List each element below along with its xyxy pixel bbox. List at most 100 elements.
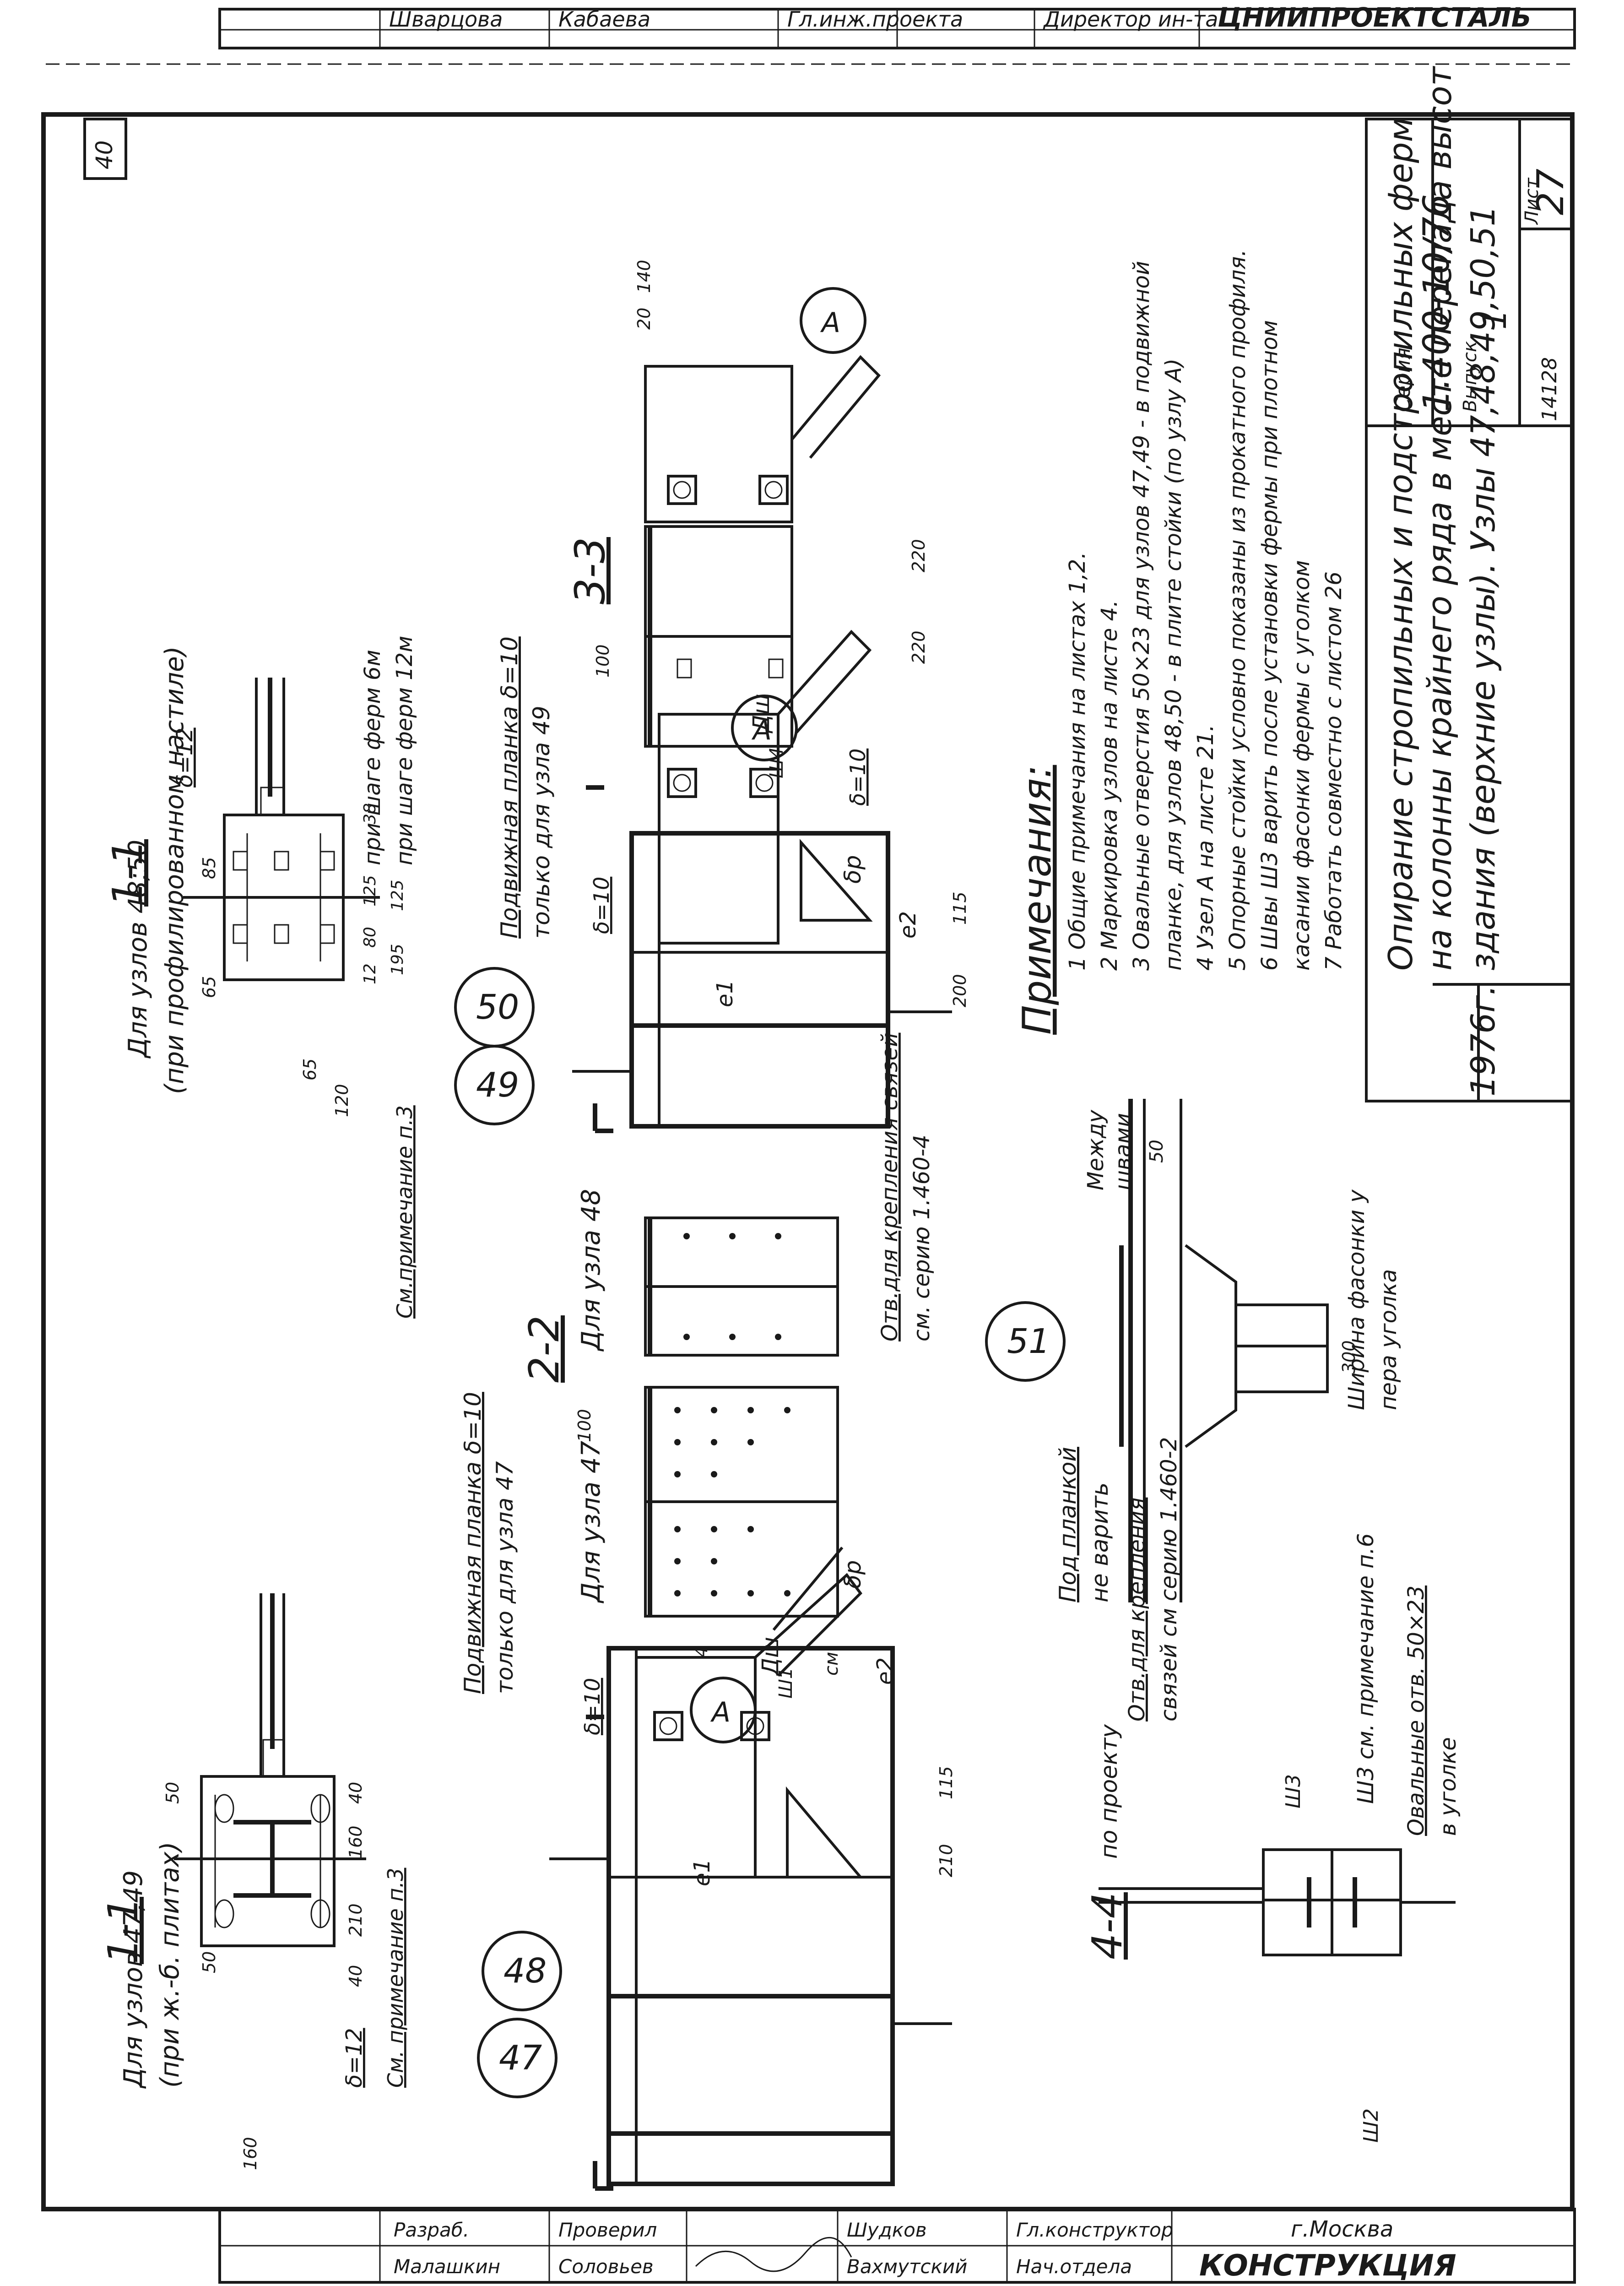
s11r-step6: при шаге ферм 6м bbox=[360, 650, 385, 865]
s33-delta10: δ=10 bbox=[845, 749, 870, 806]
s44-oval2: в уголке bbox=[1435, 1737, 1461, 1836]
s47-d210: 210 bbox=[936, 1844, 956, 1877]
s11l-d50b: 50 bbox=[199, 1951, 219, 1973]
detail-a-49: А bbox=[751, 714, 772, 746]
note-3: 3 Овальные отверстия 50×23 для узлов 47,… bbox=[1129, 261, 1154, 971]
s49-d115: 115 bbox=[950, 891, 970, 925]
title-line-1: Опирание стропильных и подстропильных фе… bbox=[1381, 117, 1420, 971]
s47-sh1: Ш1 bbox=[775, 1667, 796, 1699]
s44-sh2: Ш2 bbox=[1359, 2108, 1383, 2143]
sheet-frame bbox=[41, 8, 1576, 2284]
s47-holes2: связей см серию 1.460-2 bbox=[1156, 1437, 1182, 1721]
note-5: 5 Опорные стойки условно показаны из про… bbox=[1225, 250, 1250, 971]
s51-width1: Ширина фасонки у bbox=[1344, 1189, 1370, 1410]
s51-d300: 300 bbox=[1339, 1340, 1359, 1374]
staff-role-3: Проверил bbox=[558, 2219, 657, 2241]
s49-dr: δр bbox=[839, 855, 866, 884]
s11r-d38: 38 bbox=[361, 803, 379, 824]
node-49-label: 49 bbox=[476, 1065, 519, 1105]
s47-holes1: Отв.для крепления bbox=[1124, 1498, 1150, 1721]
s47-e2: e2 bbox=[872, 1657, 898, 1685]
node-47-circle bbox=[477, 2018, 558, 2098]
org-name: КОНСТРУКЦИЯ bbox=[1199, 2249, 1456, 2283]
top-staff-4: Шварцова bbox=[389, 7, 503, 32]
staff-role-1: Нач.отдела bbox=[1016, 2255, 1132, 2278]
s11l-d210: 210 bbox=[346, 1903, 366, 1937]
title-block: ТД 1976г. Опирание стропильных и подстро… bbox=[91, 65, 1574, 1102]
node-49-50-elevation: А δ=10 Дш δр Ш4 e1 e2 200 115 100 Подвиж… bbox=[454, 630, 970, 1129]
note-6: 6 Швы Ш3 варить после установки фермы пр… bbox=[1257, 320, 1283, 971]
note-6b: касании фасонки фермы с уголком bbox=[1289, 560, 1315, 971]
s11r-d12: δ=12 bbox=[172, 728, 198, 787]
s11r-d12b: 12 bbox=[361, 963, 379, 984]
s22-title: 2-2 bbox=[520, 1315, 568, 1383]
s11r-d65: 65 bbox=[199, 976, 219, 998]
node-50-circle bbox=[454, 967, 535, 1048]
section-1-1-right: 1-1 Для узлов 48;50 (при профилированном… bbox=[104, 636, 417, 1319]
s11l-d12: δ=12 bbox=[341, 2028, 367, 2088]
title-line-3: здания (верхние узлы). Узлы 47,48,49,50,… bbox=[1464, 205, 1502, 971]
s51-between2: швами bbox=[1110, 1113, 1136, 1190]
s51-between1: Между bbox=[1083, 1110, 1109, 1190]
s22-for48: Для узла 48 bbox=[576, 1189, 606, 1352]
node-51-label: 51 bbox=[1007, 1322, 1050, 1361]
s33-d220b: 220 bbox=[909, 539, 929, 572]
s11l-d160: 160 bbox=[346, 1825, 366, 1859]
s49-e1: e1 bbox=[712, 980, 738, 1007]
s11r-d120: 120 bbox=[332, 1084, 352, 1117]
series-value: 1.400-10/76 bbox=[1416, 194, 1457, 412]
issue-label: Выпуск bbox=[1460, 341, 1481, 412]
s11l-d50: 50 bbox=[162, 1782, 183, 1804]
section-1-1-left: 1-1 Для узлов 47,49 (при ж.-б. плитах) 5… bbox=[99, 1593, 408, 2170]
s49-delta10: δ=10 bbox=[589, 877, 614, 934]
node-47-48-elevation: А δ=10 Дш δр Ш1 см e1 e2 210 115 100 4 П… bbox=[460, 1392, 1182, 2186]
s11r-d80: 80 bbox=[361, 927, 379, 948]
s49-e2: e2 bbox=[895, 911, 921, 939]
node-51-detail: 51 Между швами 50 Ширина фасонки у пера … bbox=[985, 1099, 1402, 1602]
top-staff-2: Гл.инж.проекта bbox=[787, 7, 963, 32]
s49-d200: 200 bbox=[950, 974, 970, 1007]
org-city: г.Москва bbox=[1291, 2216, 1393, 2242]
notes-block: Примечания: 1 Общие примечания на листах… bbox=[1014, 250, 1347, 1035]
s44-title: 4-4 bbox=[1083, 1892, 1131, 1960]
s47-sm: см bbox=[821, 1652, 842, 1676]
s22-holes48b: см. серию 1.460-4 bbox=[909, 1135, 935, 1341]
top-staff-strip: ЦНИИПРОЕКТСТАЛЬ Директор ин-та Гл.инж.пр… bbox=[389, 2, 1532, 33]
s33-d20: 20 bbox=[634, 308, 654, 330]
s49-plate1: Подвижная планка δ=10 bbox=[496, 636, 523, 939]
node-50-label: 50 bbox=[476, 988, 519, 1027]
s11r-step12: при шаге ферм 12м bbox=[392, 636, 417, 865]
note-7: 7 Работать совместно с листом 26 bbox=[1321, 571, 1347, 971]
s33-d220a: 220 bbox=[909, 630, 929, 664]
s44-sh3note: Ш3 см. примечание п.6 bbox=[1353, 1533, 1379, 1804]
s11l-sub1: Для узлов 47,49 bbox=[119, 1870, 148, 2089]
s11r-d195: 195 bbox=[388, 944, 407, 975]
s47-e1: e1 bbox=[689, 1859, 715, 1886]
holes-grid-47 bbox=[674, 1407, 790, 1596]
detail-a-circle-2 bbox=[731, 695, 798, 761]
s11r-sub1: Для узлов 48;50 bbox=[123, 840, 153, 1059]
notes-heading: Примечания: bbox=[1014, 765, 1060, 1035]
detail-a-circle-1 bbox=[690, 1677, 757, 1743]
staff-name-3: Соловьев bbox=[558, 2255, 654, 2278]
s47-plate2: только для узла 47 bbox=[492, 1461, 518, 1694]
s11r-title: 1-1 bbox=[104, 839, 152, 907]
staff-name-4: Малашкин bbox=[394, 2255, 500, 2278]
s47-delta10: δ=10 bbox=[580, 1678, 605, 1735]
section-3-3: А 3-3 220 220 20 140 δ=10 bbox=[566, 260, 929, 806]
s49-d100: 100 bbox=[593, 644, 613, 678]
note-2: 2 Маркировка узлов на листе 4. bbox=[1097, 600, 1122, 971]
section-2-2: 2-2 Для узла 47 Для узла 48 Отв.для креп… bbox=[520, 1033, 935, 1618]
s47-d4: 4 bbox=[691, 1646, 711, 1657]
s44-sh3: Ш3 bbox=[1282, 1774, 1305, 1808]
bottom-staff-strip: КОНСТРУКЦИЯ г.Москва Нач.отдела Гл.конст… bbox=[394, 2216, 1456, 2283]
detail-a-47: А bbox=[710, 1696, 731, 1728]
section-cut-marks bbox=[586, 785, 613, 2191]
s49-sh4: Ш4 bbox=[766, 747, 787, 778]
note-4: 4 Узел А на листе 21. bbox=[1193, 724, 1218, 971]
node-48-circle bbox=[482, 1931, 562, 2011]
section-4-4: 4-4 по проекту Ш2 Ш3 Ш3 см. примечание п… bbox=[1083, 1533, 1461, 2143]
node-51-circle bbox=[985, 1301, 1066, 1382]
s47-d100: 100 bbox=[574, 1409, 595, 1442]
top-staff-3: Кабаева bbox=[558, 7, 650, 32]
